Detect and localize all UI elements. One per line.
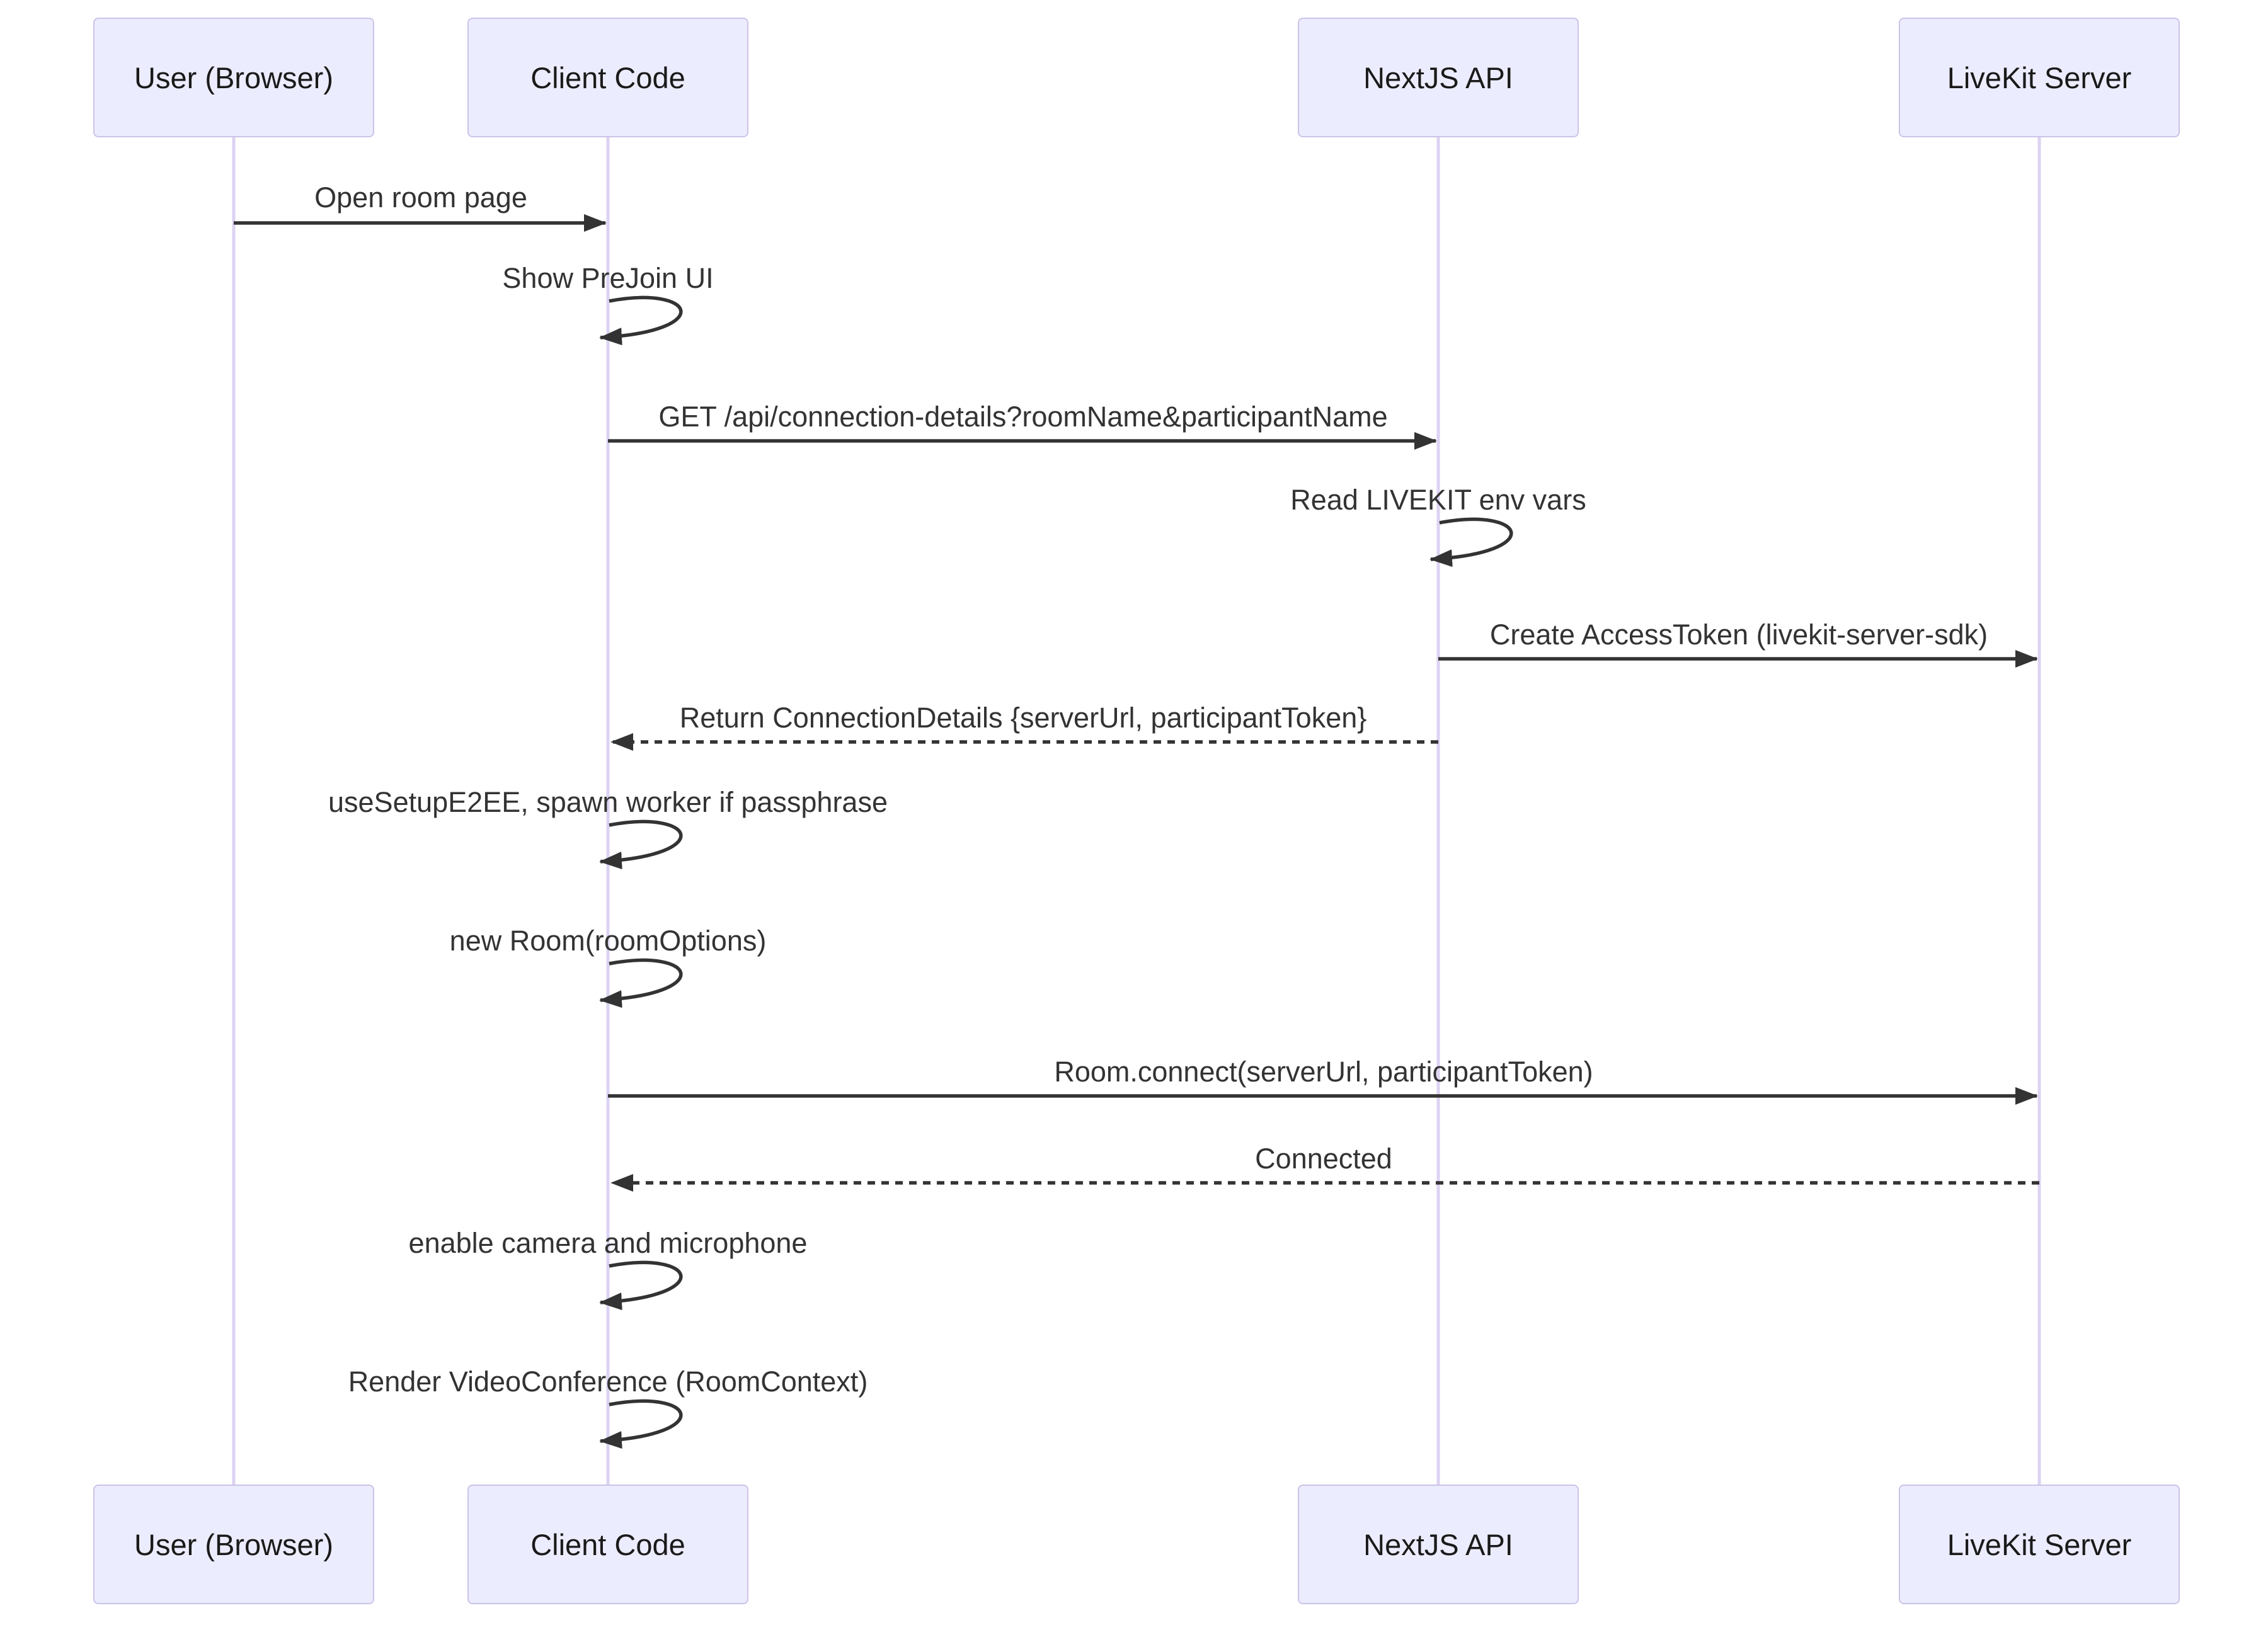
message-open-room-page: Open room page — [314, 181, 527, 214]
participant-nextjs-api-bottom: NextJS API — [1298, 1485, 1579, 1604]
participant-livekit-server-bottom: LiveKit Server — [1899, 1485, 2180, 1604]
message-new-room: new Room(roomOptions) — [449, 925, 767, 957]
participant-livekit-server-top: LiveKit Server — [1899, 18, 2180, 137]
self-loop-read-livekit-env-vars — [1429, 517, 1513, 567]
participant-client-code-bottom: Client Code — [467, 1485, 748, 1604]
self-loop-new-room — [599, 958, 683, 1008]
self-loop-usesetupe2ee — [599, 819, 683, 870]
message-read-livekit-env-vars: Read LIVEKIT env vars — [1290, 484, 1586, 516]
message-render-videoconference: Render VideoConference (RoomContext) — [348, 1366, 868, 1398]
self-loop-show-prejoin-ui — [599, 295, 683, 346]
self-loop-enable-camera-microphone — [599, 1260, 683, 1311]
participant-user-browser-top: User (Browser) — [93, 18, 374, 137]
participant-client-code-top: Client Code — [467, 18, 748, 137]
self-loop-render-videoconference — [599, 1399, 683, 1449]
participant-user-browser-bottom: User (Browser) — [93, 1485, 374, 1604]
message-enable-camera-microphone: enable camera and microphone — [408, 1227, 808, 1259]
message-usesetupe2ee: useSetupE2EE, spawn worker if passphrase — [328, 786, 888, 818]
message-connected: Connected — [1255, 1143, 1392, 1175]
message-get-connection-details: GET /api/connection-details?roomName&par… — [658, 401, 1388, 433]
participant-nextjs-api-top: NextJS API — [1298, 18, 1579, 137]
message-show-prejoin-ui: Show PreJoin UI — [502, 262, 714, 294]
message-create-accesstoken: Create AccessToken (livekit-server-sdk) — [1489, 619, 1988, 651]
message-return-connectiondetails: Return ConnectionDetails {serverUrl, par… — [679, 702, 1367, 734]
message-room-connect: Room.connect(serverUrl, participantToken… — [1054, 1056, 1593, 1088]
